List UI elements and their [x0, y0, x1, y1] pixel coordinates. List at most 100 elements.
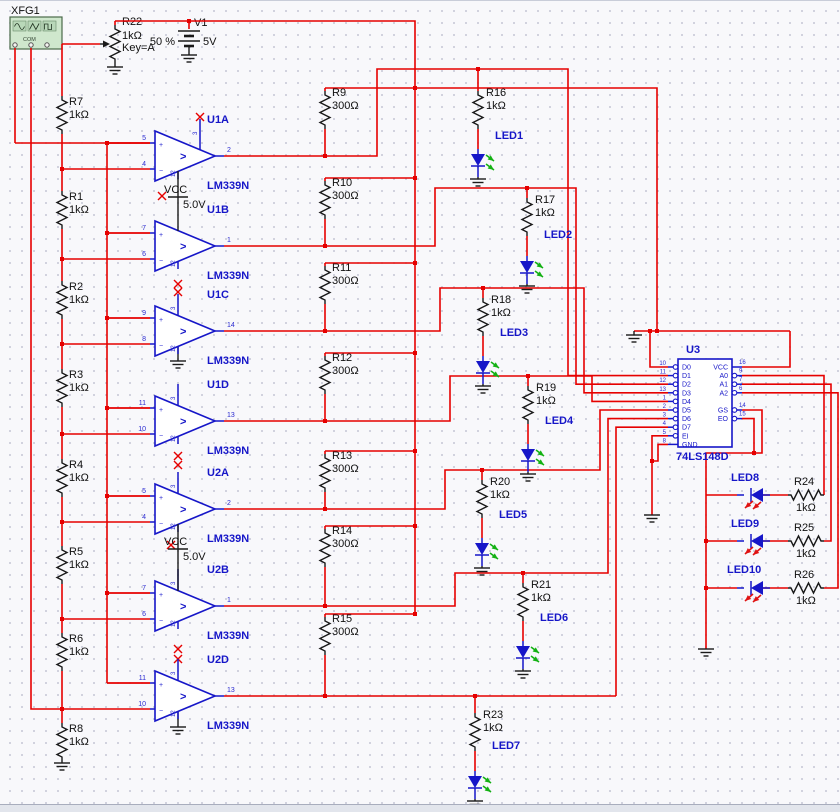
encoder-input-wire[interactable] [478, 68, 668, 377]
out-wire[interactable] [224, 375, 528, 422]
ground-symbol[interactable] [644, 514, 660, 523]
led-LED2[interactable] [520, 256, 544, 284]
triangle-wave-icon[interactable] [27, 20, 42, 32]
led-LED1[interactable] [471, 149, 495, 177]
ground-symbol[interactable] [467, 800, 483, 804]
ground-symbol[interactable] [520, 473, 536, 482]
terminal-port[interactable] [44, 42, 50, 48]
led-LED4[interactable] [521, 444, 545, 472]
led-LED8[interactable] [737, 488, 770, 510]
encoder-input-wire[interactable] [523, 417, 668, 574]
out-wire[interactable] [224, 572, 523, 607]
u3-vcc-wire[interactable] [742, 331, 791, 368]
encoder-input-wire[interactable] [527, 187, 668, 386]
out-wire[interactable] [224, 187, 527, 247]
ground-symbol[interactable] [626, 334, 642, 343]
led-LED6[interactable] [516, 641, 540, 669]
ground-symbol[interactable] [515, 670, 531, 679]
ground-symbol[interactable] [170, 726, 186, 735]
vref-rail-wire[interactable] [115, 20, 416, 614]
a0-wire[interactable] [742, 374, 825, 495]
encoder-u3[interactable]: U310D011D112D213D31D42D53D64D75EI8GND16V… [659, 344, 746, 463]
d0-wire[interactable] [649, 331, 668, 368]
ground-symbol[interactable] [474, 567, 490, 576]
out-wire[interactable] [224, 287, 483, 332]
bottom-scroll-strip[interactable] [0, 804, 840, 812]
square-wave-icon[interactable] [42, 20, 57, 32]
out-wire[interactable] [224, 68, 478, 157]
terminal-port[interactable] [12, 42, 18, 48]
led-LED3[interactable] [476, 356, 500, 384]
ground-symbol[interactable] [475, 385, 491, 394]
out-wire[interactable] [224, 469, 482, 510]
opamp-triangle[interactable] [154, 482, 218, 536]
encoder-input-wire[interactable] [482, 409, 668, 471]
ground-symbol[interactable] [470, 178, 486, 187]
encoder-input-wire[interactable] [483, 287, 668, 394]
ground-symbol[interactable] [181, 54, 197, 63]
ei-wire[interactable] [651, 434, 668, 461]
chip-body[interactable] [677, 358, 733, 448]
vcc-top-wire[interactable] [325, 87, 658, 331]
ground-symbol[interactable] [170, 360, 186, 369]
gs-wire[interactable] [705, 409, 763, 495]
led-LED9[interactable] [737, 534, 770, 556]
a1-wire[interactable] [742, 383, 832, 542]
u3-gnd-wire[interactable] [652, 443, 668, 462]
opamp-triangle[interactable] [154, 394, 218, 448]
led-LED5[interactable] [475, 538, 499, 566]
opamp-triangle[interactable] [154, 579, 218, 633]
ground-symbol[interactable] [54, 762, 70, 771]
encoder-input-wire[interactable] [615, 426, 668, 696]
opamp-triangle[interactable] [154, 219, 218, 273]
opamp-triangle[interactable] [154, 669, 218, 723]
led-LED7[interactable] [468, 771, 492, 799]
terminal-port[interactable] [28, 42, 34, 48]
ground-symbol[interactable] [107, 66, 123, 75]
ground-symbol[interactable] [519, 285, 535, 294]
encoder-input-wire[interactable] [528, 375, 668, 403]
eo-wire[interactable] [742, 417, 755, 453]
xfg-com-wire[interactable] [30, 48, 62, 710]
opamp-triangle[interactable] [154, 304, 218, 358]
a2-wire[interactable] [742, 391, 839, 589]
led-LED10[interactable] [737, 581, 770, 603]
